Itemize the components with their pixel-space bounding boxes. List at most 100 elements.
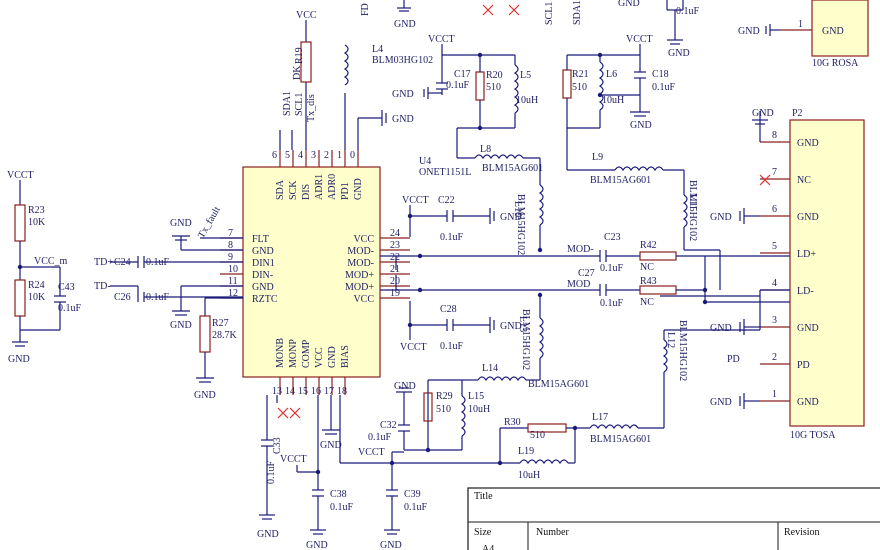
net-label-sck: SCL1: [294, 93, 305, 116]
p2-pin-name: PD: [797, 360, 810, 371]
gnd-label: GND: [380, 540, 402, 550]
u4-pin-name: VCC: [353, 234, 374, 245]
u4-pin-name: SDA: [275, 179, 286, 200]
connector-p2-title: 10G TOSA: [790, 430, 836, 441]
gnd-symbol-pin0: GND: [358, 110, 414, 126]
decoupling-c28[interactable]: GND VCCT C28 0.1uF: [400, 301, 522, 353]
u4-pin-name: VCC: [314, 347, 325, 368]
title-block-size-value: A4: [482, 544, 494, 550]
vcct-label: VCCT: [626, 34, 653, 45]
c32-value: 0.1uF: [368, 432, 392, 443]
p2-pin-num: 7: [772, 167, 777, 178]
l11-value: BLM15HG102: [687, 180, 698, 241]
u4-pin-name: DIN-: [252, 270, 273, 281]
l13-value: BLM15HG102: [520, 309, 531, 370]
vcct-label: VCCT: [7, 170, 34, 181]
c39-value: 0.1uF: [404, 502, 428, 513]
p2-pin-num: 5: [772, 241, 777, 252]
net-label-sda-top: SDA1: [572, 0, 583, 25]
u4-pin-name: PD1: [340, 182, 351, 200]
c27-value: 0.1uF: [600, 298, 624, 309]
c18-value: 0.1uF: [652, 82, 676, 93]
p2-pin-name: GND: [797, 323, 819, 334]
bottom-decoupling[interactable]: GND 0.1uF C33 VCCT GND C38 0.1uF GND GND…: [257, 395, 428, 550]
p2-pin-num: 8: [772, 130, 777, 141]
gnd-label: GND: [710, 212, 732, 223]
gnd-label: GND: [170, 218, 192, 229]
l4-ref: L4: [372, 44, 383, 55]
l17-value: BLM15AG601: [590, 434, 651, 445]
inductor-l4[interactable]: L4 BLM03HG102: [343, 44, 433, 100]
c24-ref: C24: [114, 257, 131, 268]
l15-ref: L15: [468, 391, 484, 402]
r27-ref: R27: [212, 318, 229, 329]
connector-rosa[interactable]: 1 GND 10G ROSA GND: [738, 0, 869, 69]
mod-differential[interactable]: MOD- MOD C23 0.1uF C27 0.1uF R42 NC R43 …: [380, 232, 790, 309]
gnd-label: GND: [306, 540, 328, 550]
c43-value: 0.1uF: [58, 303, 82, 314]
bias-network-right[interactable]: VCCT R21 510 L6 10uH GND C18 0.1uF L9 BL…: [562, 34, 698, 250]
rosa-pin-num: 1: [798, 19, 803, 30]
u4-pin-name: ADR1: [314, 174, 325, 200]
u4-pin-name: VCC: [353, 294, 374, 305]
u4-pin-name: GND: [252, 282, 274, 293]
c27-ref: C27: [578, 268, 595, 279]
l10-ref: L10: [512, 201, 523, 217]
c26-value: 0.1uF: [146, 292, 170, 303]
c22-ref: C22: [438, 195, 455, 206]
l10-value: BLM15HG102: [515, 194, 526, 255]
r27-value: 28.7K: [212, 330, 238, 341]
vcc-m-label: VCC_m: [34, 256, 68, 267]
p2-pin-num: 2: [772, 352, 777, 363]
c22-value: 0.1uF: [440, 232, 464, 243]
u4-pin-name: GND: [327, 346, 338, 368]
vcc-label: VCC: [296, 10, 317, 21]
vcct-label: VCCT: [400, 342, 427, 353]
c38-ref: C38: [330, 489, 347, 500]
u4-pin-name: DIS: [301, 184, 312, 200]
u4-pin-num: 20: [390, 276, 400, 287]
gnd-label: GND: [500, 212, 522, 223]
u4-pin-name: COMP: [301, 339, 312, 368]
gnd-label-top-2: GND: [618, 0, 640, 9]
vcct-label: VCCT: [428, 34, 455, 45]
resistor-r19[interactable]: VCC R19 DK: [292, 10, 317, 83]
l12-value: BLM15HG102: [677, 320, 688, 381]
c26-ref: C26: [114, 292, 131, 303]
bias-network-left[interactable]: VCCT GND C17 0.1uF R20 510 L5 10uH L8 BL…: [392, 34, 544, 255]
gnd-label: GND: [194, 390, 216, 401]
r19-ref: R19: [294, 47, 305, 64]
rosa-gnd-label: GND: [738, 26, 760, 37]
u4-pin-name: MONP: [288, 339, 299, 368]
u4-pin-num: 18: [337, 386, 347, 397]
c17-ref: C17: [454, 69, 471, 80]
u4-pin-num: 16: [311, 386, 321, 397]
gnd-label: GND: [257, 529, 279, 540]
u4-pin-num: 23: [390, 240, 400, 251]
u4-pin-num: 15: [298, 386, 308, 397]
gnd-label: GND: [170, 320, 192, 331]
l4-value: BLM03HG102: [372, 55, 433, 66]
gnd-label: GND: [668, 48, 690, 59]
l8-value: BLM15AG601: [482, 163, 543, 174]
ic-u4[interactable]: U4 ONET1151L: [242, 156, 471, 378]
u4-pin-num: 6: [272, 150, 277, 161]
l14-value: BLM15AG601: [528, 379, 589, 390]
l9-ref: L9: [592, 152, 603, 163]
c33-value: 0.1uF: [266, 461, 277, 485]
title-block: Title Size A4 Number Revision: [467, 487, 880, 550]
u4-pin-num: 9: [228, 252, 233, 263]
u4-pin-name: MOD+: [345, 282, 374, 293]
decoupling-c22[interactable]: VCCT GND C22 0.1uF: [402, 195, 522, 243]
l12-ref: L12: [665, 332, 676, 348]
bias-network-lower[interactable]: L13 BLM15HG102 L14 BLM15AG601 R29 510 L1…: [358, 295, 589, 458]
u4-pin-num: 13: [272, 386, 282, 397]
top-cap-value: 0.1uF: [676, 6, 700, 17]
u4-pin-num: 4: [298, 150, 303, 161]
gnd-label: GND: [8, 354, 30, 365]
input-network-left[interactable]: VCCT R23 10K GND R24 10K VCC_m C43 0.1uF…: [7, 170, 243, 401]
r42-value: NC: [640, 262, 654, 273]
ld-bias-network[interactable]: R30 510 L17 BLM15AG601 L12 BLM15HG102 L1…: [340, 290, 761, 481]
connector-p2[interactable]: P2 10G TOSA: [789, 108, 865, 441]
u4-pin-name: MONB: [275, 338, 286, 368]
